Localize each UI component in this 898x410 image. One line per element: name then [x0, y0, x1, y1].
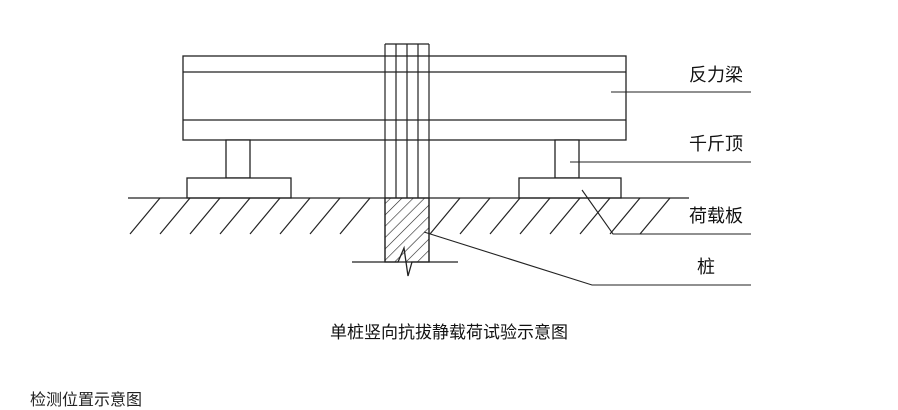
pile-test-diagram: 反力梁 千斤顶 荷载板 桩: [128, 43, 751, 286]
ground-hatch-line: [249, 197, 281, 235]
ground-hatch-line: [129, 197, 161, 235]
ground-hatch-line: [519, 197, 551, 235]
left-jack: [186, 139, 292, 199]
reaction-beam: [182, 55, 627, 141]
ground-hatch-line: [159, 197, 191, 235]
pile-shaft: [384, 43, 430, 262]
ground-hatch-line: [639, 197, 671, 235]
ground-hatch-line: [429, 197, 461, 235]
pile-label: 桩: [697, 257, 715, 278]
ground-hatch-line: [489, 197, 521, 235]
partial-heading-text: 检测位置示意图: [30, 390, 143, 409]
ground-hatch-line: [549, 197, 581, 235]
ground-hatch-line: [189, 197, 221, 235]
load-plate-label: 荷载板: [689, 206, 743, 227]
right-jack: [518, 139, 622, 199]
ground-hatch-line: [309, 197, 341, 235]
pile-embedded: [384, 197, 430, 263]
ground-hatch-line: [339, 197, 371, 235]
ground-hatch-line: [459, 197, 491, 235]
ground-hatch-line: [579, 197, 611, 235]
pile-leader: [423, 231, 751, 286]
ground-hatch-line: [609, 197, 641, 235]
ground-hatch-line: [279, 197, 311, 235]
reaction-beam-label: 反力梁: [689, 65, 743, 86]
ground-hatch-line: [219, 197, 251, 235]
pile-break-symbol: [352, 245, 458, 277]
leader-lines: [423, 91, 751, 286]
jack-label: 千斤顶: [689, 134, 743, 155]
load-plate-leader: [581, 189, 751, 235]
diagram-caption: 单桩竖向抗拔静载荷试验示意图: [330, 323, 568, 343]
